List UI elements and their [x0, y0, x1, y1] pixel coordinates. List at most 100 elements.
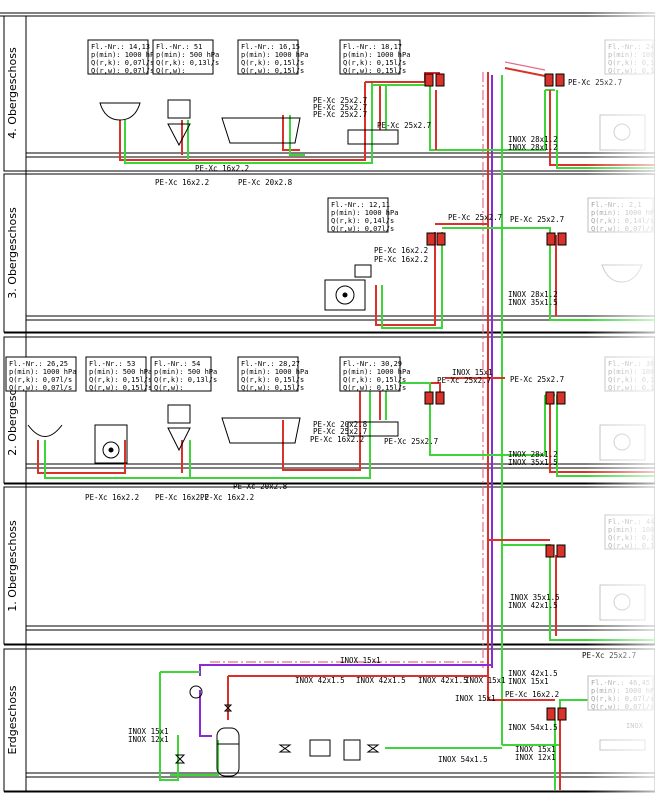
valve-pairs [424, 73, 567, 721]
label-og4-inox-a: INOX 28x1.2 [508, 135, 558, 144]
svg-text:Q(r,k): 0,14l/s: Q(r,k): 0,14l/s [591, 217, 654, 225]
valve-pair-og4-a [424, 73, 445, 87]
info-box-9: Fl.-Nr.: 28,27 p(min): 1000 hPa Q(r,k): … [237, 356, 308, 392]
floor-label-og1: 1. Obergeschoss [6, 520, 19, 612]
svg-text:p(min): 1000 hPa: p(min): 1000 hPa [343, 368, 410, 376]
label-og2-pex16: PE-Xc 16x2.2 [310, 435, 364, 444]
urinal-og2 [27, 424, 63, 437]
valve-eg-c [278, 744, 292, 753]
svg-text:Q(r,k): 0,07l/s: Q(r,k): 0,07l/s [91, 59, 154, 67]
label-og2-bot-a: PE-Xc 16x2.2 [85, 493, 139, 502]
label-og3-pex25a: PE-Xc 25x2.7 [448, 213, 502, 222]
svg-text:Q(r,k): 0,14l/s: Q(r,k): 0,14l/s [331, 217, 394, 225]
label-og3-pex16a: PE-Xc 16x2.2 [374, 246, 428, 255]
info-box-3: Fl.-Nr.: 16,15 p(min): 1000 hPa Q(r,k): … [237, 39, 308, 75]
svg-text:Q(r,w): 0,07l/s: Q(r,w): 0,07l/s [591, 703, 654, 711]
label-og2-pex25c: PE-Xc 25x2.7 [313, 427, 367, 436]
svg-text:Q(r,w): 0,15l/s: Q(r,w): 0,15l/s [89, 384, 152, 392]
label-og4-pex16b: PE-Xc 16x2.2 [155, 178, 209, 187]
circulation-pump [189, 685, 203, 699]
valve-pair-og2-a [424, 391, 445, 405]
label-eg-inox15c: INOX 15x1 [508, 677, 549, 686]
label-og2-bot-b: PE-Xc 16x2.2 [155, 493, 209, 502]
eg-piping [159, 661, 655, 790]
label-eg-inox42a: INOX 42x1.5 [295, 676, 345, 685]
svg-text:Q(r,k): 0,1: Q(r,k): 0,1 [608, 376, 654, 384]
svg-text:Q(r,k): 0,1: Q(r,k): 0,1 [608, 534, 654, 542]
label-eg-inox15b: INOX 15x1 [465, 676, 506, 685]
label-og2-bot-c: PE-Xc 16x2.2 [200, 493, 254, 502]
svg-text:Q(r,k): 0,15l/s: Q(r,k): 0,15l/s [343, 59, 406, 67]
label-eg-inox15f: INOX 15x1 [515, 745, 556, 754]
label-og1-inox-a: INOX 35x1.5 [510, 593, 560, 602]
og3-piping [375, 223, 655, 329]
label-eg-inox54a: INOX 54x1.5 [508, 723, 558, 732]
label-og4-pex16: PE-Xc 16x2.2 [195, 164, 249, 173]
label-og2-inox15: INOX 15x1 [452, 368, 493, 377]
svg-text:Fl.-Nr.: 51: Fl.-Nr.: 51 [156, 43, 202, 51]
label-eg-pex16: PE-Xc 16x2.2 [505, 690, 559, 699]
svg-text:Fl.-Nr.: 16,15: Fl.-Nr.: 16,15 [241, 43, 300, 51]
info-box-4: Fl.-Nr.: 18,17 p(min): 1000 hPa Q(r,k): … [339, 39, 410, 75]
bathtub-og2 [221, 417, 301, 444]
shower-tray-og2 [347, 421, 399, 437]
valve-pair-og1 [545, 544, 566, 558]
label-og3-pex16b: PE-Xc 16x2.2 [374, 255, 428, 264]
svg-text:Fl.-Nr.: 44: Fl.-Nr.: 44 [608, 518, 654, 526]
svg-text:p(min): 500 hPa: p(min): 500 hPa [89, 368, 152, 376]
info-box-2: Fl.-Nr.: 51 p(min): 500 hPa Q(r,k): 0,13… [152, 39, 219, 75]
svg-text:Q(r,w): 0,1: Q(r,w): 0,1 [608, 67, 654, 75]
floor-labels: 4. Obergeschoss 3. Obergeschoss 2. Oberg… [6, 47, 19, 754]
label-eg-inox15a: INOX 15x1 [340, 656, 381, 665]
svg-text:p(min): 1000 hPa: p(min): 1000 hPa [9, 368, 76, 376]
valve-pair-og3-b [546, 232, 567, 246]
svg-text:Q(r,w): 0,15l/s: Q(r,w): 0,15l/s [343, 67, 406, 75]
label-eg-inox54b: INOX 54x1.5 [438, 755, 488, 764]
svg-text:Q(r,w): 0,15l/s: Q(r,w): 0,15l/s [241, 384, 304, 392]
info-box-8: Fl.-Nr.: 54 p(min): 500 hPa Q(r,k): 0,13… [150, 356, 217, 392]
svg-text:p(min): 100: p(min): 100 [608, 368, 654, 376]
svg-text:Fl.-Nr.: 12,11: Fl.-Nr.: 12,11 [331, 201, 390, 209]
svg-text:Fl.-Nr.: 53: Fl.-Nr.: 53 [89, 360, 135, 368]
floor-label-eg: Erdgeschoss [6, 685, 19, 754]
storage-tank [216, 727, 240, 777]
svg-text:Fl.-Nr.: 14,13: Fl.-Nr.: 14,13 [91, 43, 150, 51]
svg-text:p(min): 1000 hPa: p(min): 1000 hPa [343, 51, 410, 59]
washing-machine-og3 [324, 279, 366, 311]
svg-text:Q(r,k): 0,15l/s: Q(r,k): 0,15l/s [343, 376, 406, 384]
info-boxes: Fl.-Nr.: 14,13 p(min): 1000 hPa Q(r,k): … [5, 39, 410, 392]
pipe-labels: PE-Xc 16x2.2 PE-Xc 16x2.2 PE-Xc 20x2.8 P… [85, 78, 644, 764]
valve-eg-b [223, 704, 233, 712]
label-og2-pex25d: PE-Xc 25x2.7 [384, 437, 438, 446]
washbasin-og4 [99, 102, 141, 121]
svg-text:p(min): 1000 hPa: p(min): 1000 hPa [241, 51, 308, 59]
svg-text:Fl.-Nr.: 24,2: Fl.-Nr.: 24,2 [608, 43, 655, 51]
svg-text:Q(r,w): 0,07l/s: Q(r,w): 0,07l/s [91, 67, 154, 75]
svg-text:Q(r,w): 0,07l/s: Q(r,w): 0,07l/s [9, 384, 72, 392]
svg-text:Q(r,k): 0,13l/s: Q(r,k): 0,13l/s [156, 59, 219, 67]
svg-text:Q(r,w): 0,15l/s: Q(r,w): 0,15l/s [343, 384, 406, 392]
svg-text:p(min): 1000 hPa: p(min): 1000 hPa [241, 368, 308, 376]
svg-text:Q(r,w):: Q(r,w): [154, 384, 184, 392]
svg-text:Q(r,w): 0,1: Q(r,w): 0,1 [608, 542, 654, 550]
svg-text:Q(r,k): 0,07l/s: Q(r,k): 0,07l/s [591, 695, 654, 703]
svg-text:p(min): 500 hPa: p(min): 500 hPa [156, 51, 219, 59]
filter-eg [343, 739, 361, 761]
label-og4-pex20: PE-Xc 20x2.8 [238, 178, 293, 187]
svg-text:p(min): 1000 hPa: p(min): 1000 hPa [591, 209, 655, 217]
svg-text:Fl.-Nr.: 18,17: Fl.-Nr.: 18,17 [343, 43, 402, 51]
toilet-og2 [167, 427, 191, 452]
svg-text:Q(r,k): 0,15l/s: Q(r,k): 0,15l/s [241, 376, 304, 384]
svg-text:p(min): 1000 hPa: p(min): 1000 hPa [331, 209, 398, 217]
valve-pair-og4-b [544, 73, 565, 87]
svg-text:Fl.-Nr.: 46,45: Fl.-Nr.: 46,45 [591, 679, 650, 687]
svg-text:Q(r,k): 0,15l/s: Q(r,k): 0,15l/s [241, 59, 304, 67]
svg-text:Q(r,w): 0,1: Q(r,w): 0,1 [608, 384, 654, 392]
label-eg-faded: INOX [626, 722, 644, 730]
info-box-10: Fl.-Nr.: 30,29 p(min): 1000 hPa Q(r,k): … [339, 356, 410, 392]
label-og2-pex25b: PE-Xc 25x2.7 [510, 375, 564, 384]
toilet-og4 [167, 123, 191, 147]
